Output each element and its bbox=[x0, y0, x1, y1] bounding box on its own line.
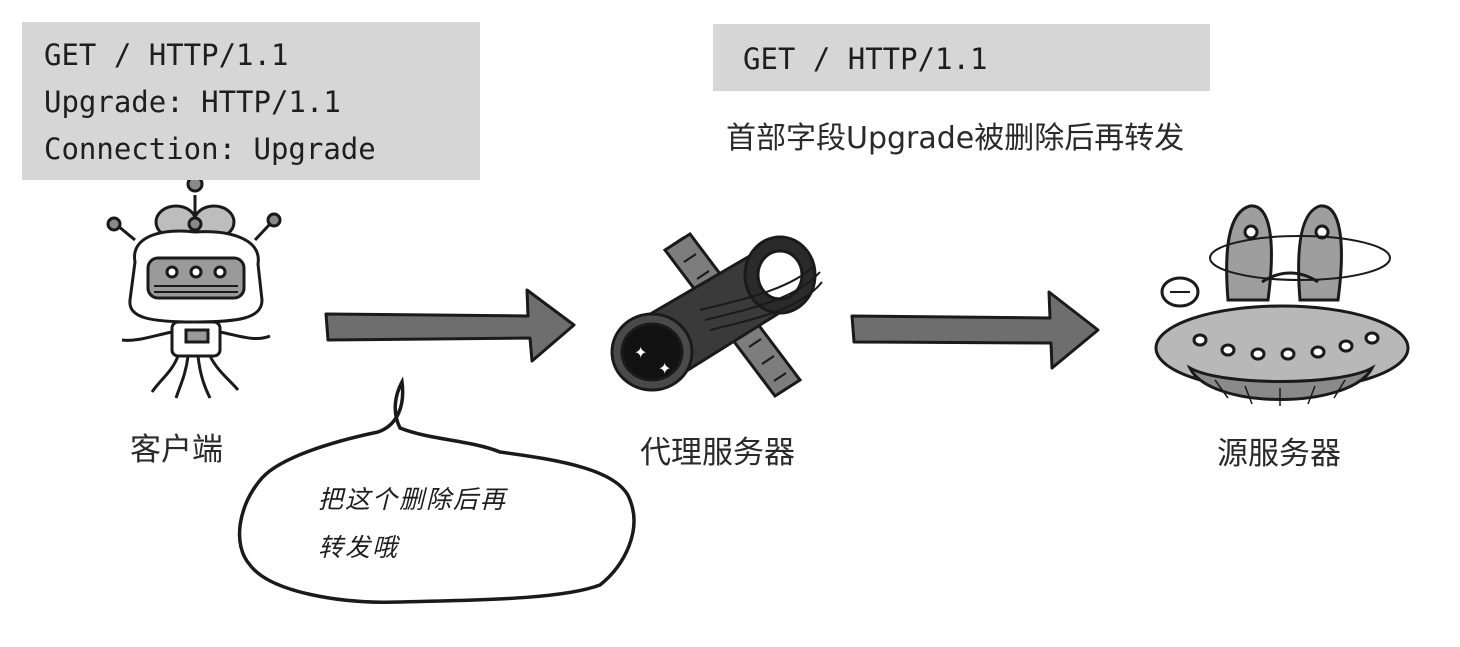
proxy-server-label: 代理服务器 bbox=[640, 435, 795, 471]
arrow-client-to-proxy bbox=[324, 288, 576, 363]
client-label: 客户端 bbox=[130, 432, 223, 468]
forwarded-request-headers: GET / HTTP/1.1 bbox=[713, 24, 1210, 91]
forwarding-note: 首部字段Upgrade被删除后再转发 bbox=[726, 121, 1185, 156]
origin-server-label: 源服务器 bbox=[1217, 436, 1341, 472]
forwarded-request-line: GET / HTTP/1.1 bbox=[743, 42, 988, 76]
arrow-proxy-to-origin bbox=[850, 290, 1100, 370]
connection-header-line: Connection: Upgrade bbox=[44, 132, 376, 166]
client-robot-illustration bbox=[106, 175, 282, 399]
speech-bubble-text-line1: 把这个删除后再 bbox=[318, 485, 508, 514]
speech-bubble-outline bbox=[237, 376, 636, 604]
request-line: GET / HTTP/1.1 bbox=[44, 38, 289, 72]
speech-bubble-text-line2: 转发哦 bbox=[318, 533, 400, 562]
upgrade-header-line: Upgrade: HTTP/1.1 bbox=[44, 85, 341, 119]
svg-text:✦: ✦ bbox=[634, 343, 647, 362]
origin-server-illustration bbox=[1154, 204, 1410, 406]
svg-text:✦: ✦ bbox=[658, 359, 671, 378]
proxy-server-illustration: ✦ ✦ bbox=[610, 231, 823, 399]
client-request-headers: GET / HTTP/1.1 Upgrade: HTTP/1.1 Connect… bbox=[22, 22, 480, 180]
